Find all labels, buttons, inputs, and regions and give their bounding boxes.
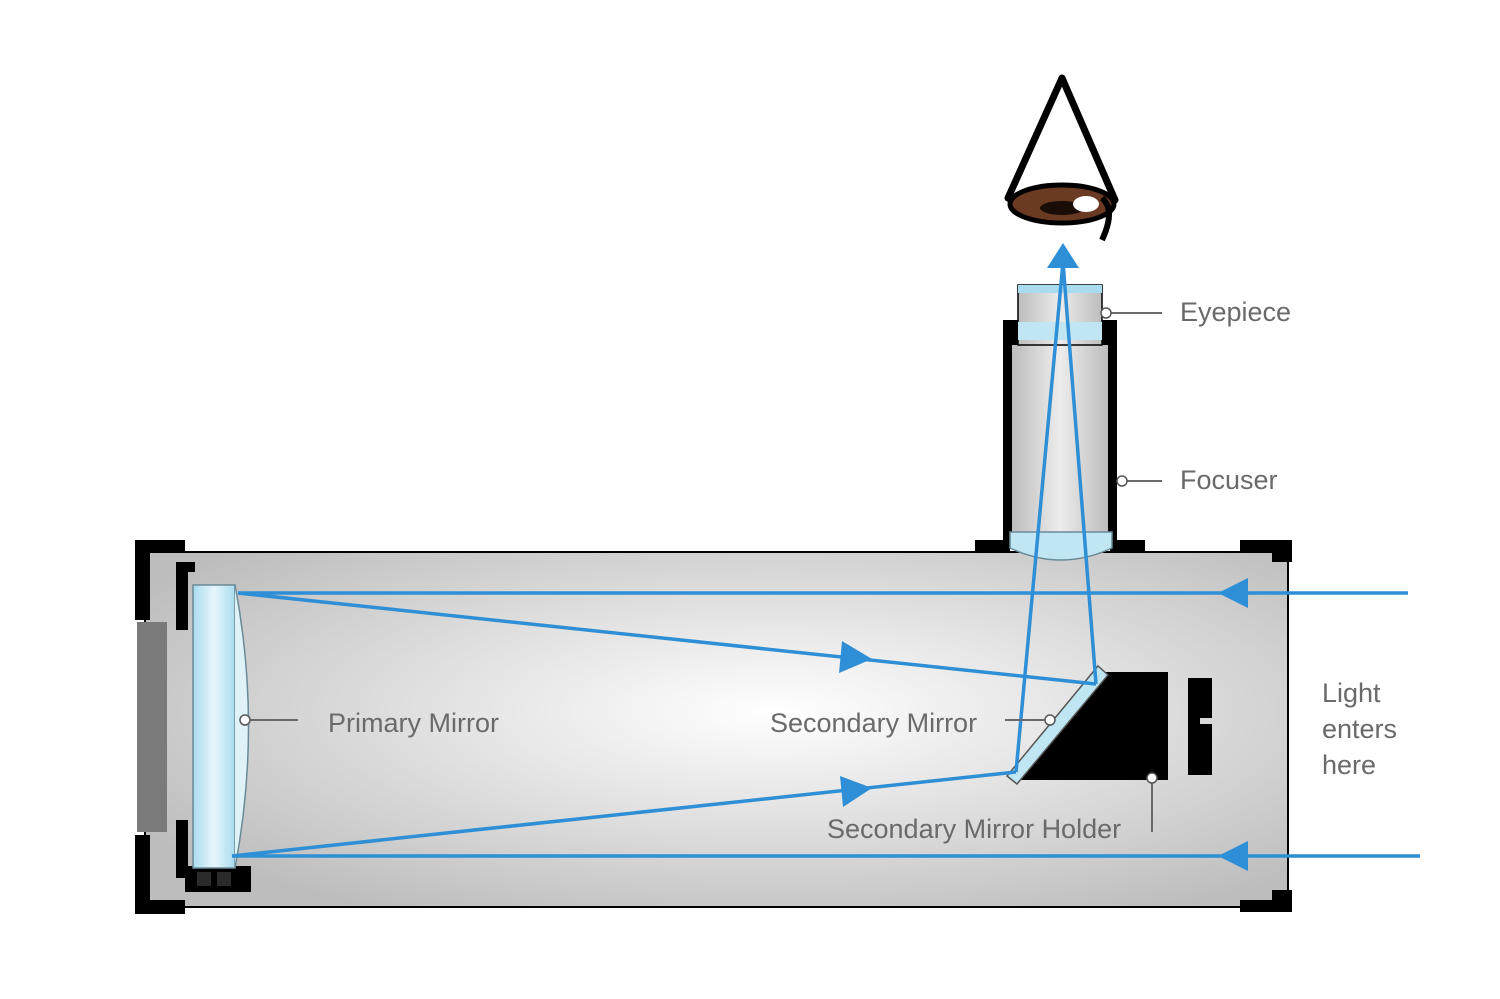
light-ray-paths xyxy=(231,243,1420,871)
focuser-label: Focuser xyxy=(1180,465,1278,495)
light-enters-label-line2: enters xyxy=(1322,714,1397,744)
label-leaders xyxy=(239,307,1162,832)
primary-mirror-label: Primary Mirror xyxy=(328,708,499,738)
secondary-mirror-holder xyxy=(1015,672,1168,780)
secondary-mirror-holder-label: Secondary Mirror Holder xyxy=(827,814,1121,844)
light-enters-label-line3: here xyxy=(1322,750,1376,780)
light-enters-label-line1: Light xyxy=(1322,678,1381,708)
eyepiece-label: Eyepiece xyxy=(1180,297,1291,327)
focuser-assembly xyxy=(975,284,1145,561)
primary-mirror xyxy=(192,584,250,869)
secondary-mirror xyxy=(1005,664,1110,786)
eye-icon xyxy=(1004,74,1119,242)
secondary-mirror-label: Secondary Mirror xyxy=(770,708,977,738)
